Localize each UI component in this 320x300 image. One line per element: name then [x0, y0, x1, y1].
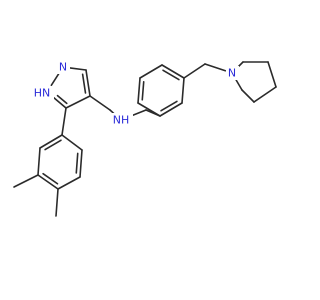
- bond-b4-b5: [139, 64, 163, 79]
- bond-a5-a6: [79, 149, 83, 178]
- bond-c5-n1: [69, 67, 87, 71]
- bond-b1-b2: [159, 102, 183, 117]
- bond-a2-a3: [37, 147, 41, 176]
- bond-p4-p5: [241, 89, 255, 103]
- bond-a1-a2: [39, 134, 63, 149]
- bond-c4-c5: [85, 69, 91, 97]
- canvas-background: [0, 0, 300, 300]
- pyrazole-n-top-mask: [57, 60, 70, 74]
- amine-nh-mask: [110, 113, 133, 127]
- bond-b5-b6-double: [141, 81, 145, 101]
- bond-layer: [13, 61, 277, 217]
- bond-a1-a2-double: [44, 139, 62, 151]
- bond-p5-np: [234, 78, 243, 91]
- bond-ch2c-np: [204, 63, 227, 72]
- bond-c4-c5-double: [81, 73, 87, 94]
- chemical-structure-diagram: N HN NH N: [0, 0, 300, 300]
- bond-c3-n2: [52, 96, 67, 109]
- bond-a3-me1: [13, 174, 39, 188]
- bond-b5-b6: [137, 77, 141, 104]
- bond-c4-ch2a: [89, 95, 111, 111]
- bond-c3-n2-double: [56, 94, 68, 105]
- bond-c3-c4: [65, 95, 91, 109]
- amine-nh-label: NH: [113, 114, 130, 127]
- bond-b3-ch2c: [183, 63, 206, 79]
- bond-a3-a4: [37, 174, 59, 190]
- pyrazole-n-top-label: N: [59, 61, 67, 74]
- bond-c3-a1: [61, 107, 67, 136]
- bond-b6-b1: [137, 102, 161, 117]
- pyrrolidine-n-label: N: [228, 67, 236, 80]
- bond-a4-me2: [55, 188, 59, 217]
- bond-a5-a6-double: [75, 152, 79, 174]
- bond-p2-p3: [267, 61, 277, 88]
- pyrrolidine-n-mask: [226, 66, 239, 80]
- bond-b2-b3: [181, 77, 185, 104]
- bond-a3-a4-double: [42, 172, 59, 185]
- label-layer: N HN NH N: [30, 60, 239, 127]
- bond-p3-p4: [253, 86, 277, 103]
- bond-a6-a1: [61, 134, 83, 151]
- bond-b3-b4: [161, 64, 185, 79]
- bond-a4-a5: [57, 176, 81, 190]
- pyrazole-nh-label: HN: [34, 87, 51, 100]
- bond-b3-b4-double: [162, 69, 180, 81]
- bond-b1-b2-double: [160, 100, 178, 112]
- bond-n1-n2: [50, 72, 61, 87]
- pyrazole-nh-mask: [30, 86, 54, 100]
